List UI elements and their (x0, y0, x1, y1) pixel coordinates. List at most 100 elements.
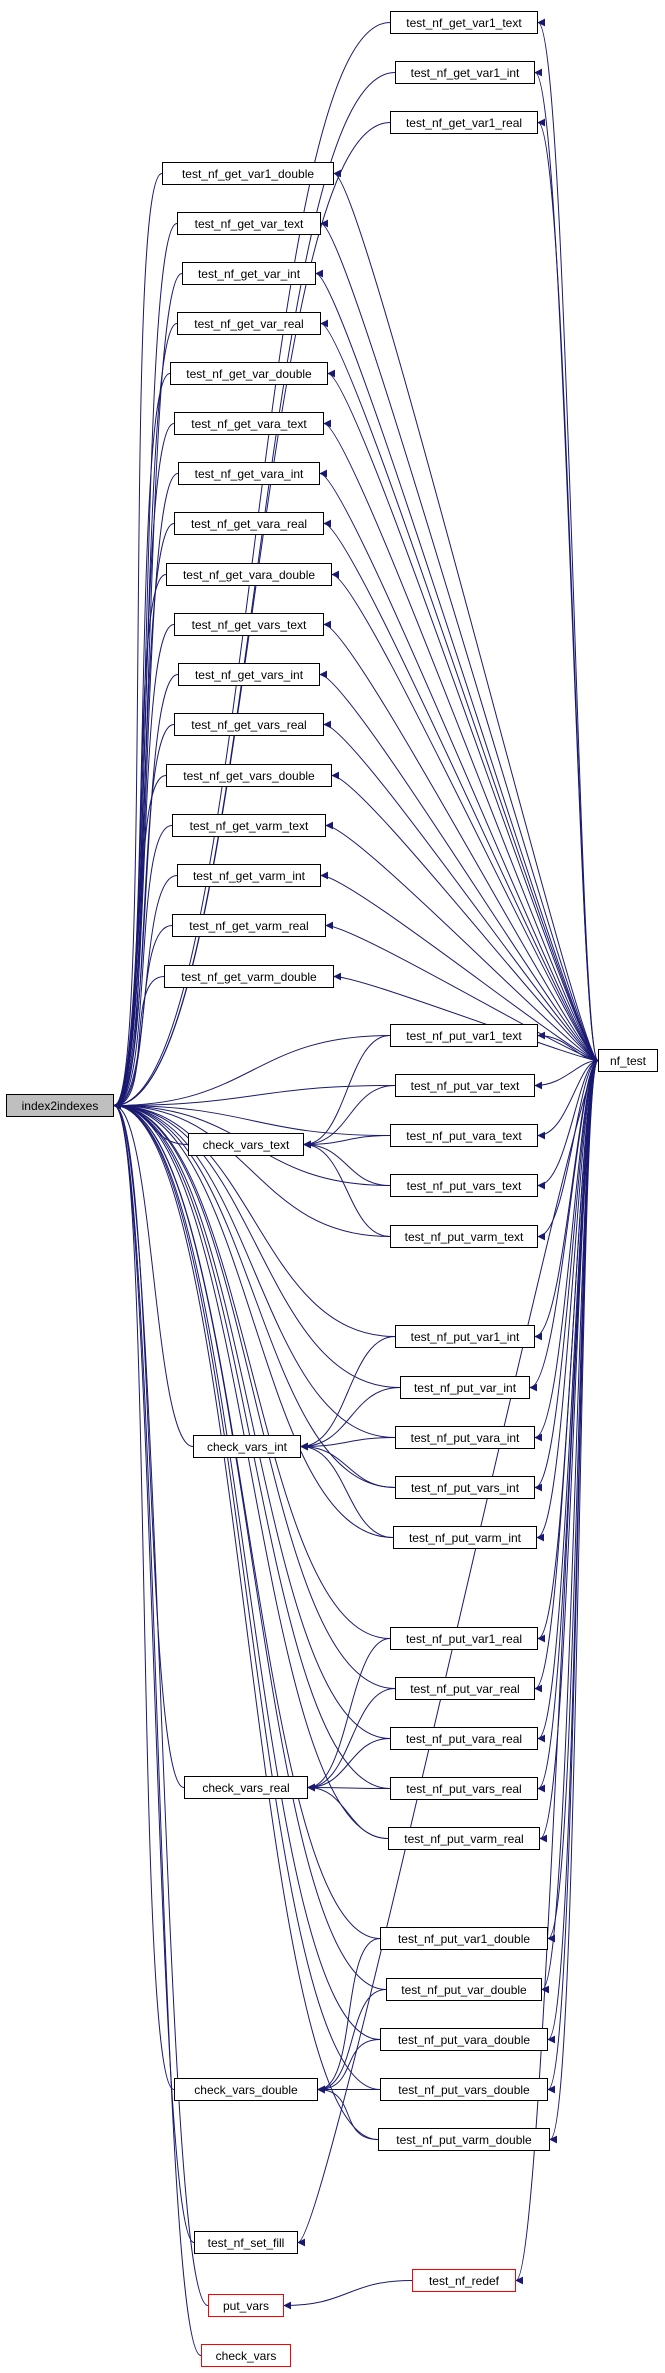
edge-test_nf_put_var1_int-to-check_vars_int (300, 1336, 396, 1451)
node-put_vars[interactable]: put_vars (208, 2294, 284, 2317)
node-test_nf_redef[interactable]: test_nf_redef (412, 2269, 516, 2292)
edge-test_nf_get_vara_double-to-index2indexes (113, 574, 167, 1110)
edge-test_nf_set_fill-to-index2indexes (113, 1101, 195, 2243)
edge-test_nf_put_vara_real-to-index2indexes (113, 1101, 391, 1739)
edge-nf_test-to-test_nf_get_varm_int (320, 871, 599, 1061)
node-test_nf_put_vars_int[interactable]: test_nf_put_vars_int (395, 1476, 535, 1499)
edge-test_nf_put_var1_real-to-check_vars_real (307, 1638, 391, 1792)
node-test_nf_get_var1_text[interactable]: test_nf_get_var1_text (390, 11, 538, 34)
edge-nf_test-to-test_nf_get_vars_int (319, 670, 599, 1061)
node-test_nf_put_varm_text[interactable]: test_nf_put_varm_text (390, 1225, 538, 1248)
node-test_nf_get_varm_real[interactable]: test_nf_get_varm_real (172, 914, 326, 937)
node-nf_test[interactable]: nf_test (598, 1049, 658, 1072)
edge-test_nf_put_vara_text-to-check_vars_text (303, 1135, 391, 1149)
node-test_nf_put_varm_int[interactable]: test_nf_put_varm_int (393, 1526, 537, 1549)
edge-nf_test-to-test_nf_get_var1_real (537, 118, 599, 1061)
node-test_nf_get_var_real[interactable]: test_nf_get_var_real (177, 312, 321, 335)
node-test_nf_put_vars_text[interactable]: test_nf_put_vars_text (390, 1174, 538, 1197)
node-test_nf_get_vars_text[interactable]: test_nf_get_vars_text (174, 613, 324, 636)
edge-test_nf_put_vars_real-to-check_vars_real (307, 1783, 391, 1792)
edge-nf_test-to-test_nf_put_var1_text (537, 1031, 599, 1061)
edge-test_nf_redef-to-put_vars (283, 2280, 413, 2310)
edge-test_nf_put_varm_int-to-index2indexes (113, 1101, 394, 1538)
node-check_vars_int[interactable]: check_vars_int (193, 1435, 301, 1458)
edge-test_nf_put_vara_int-to-check_vars_int (300, 1437, 396, 1451)
node-test_nf_get_vara_real[interactable]: test_nf_get_vara_real (174, 512, 324, 535)
edge-nf_test-to-test_nf_put_vars_int (534, 1060, 599, 1492)
edge-test_nf_put_var1_real-to-index2indexes (113, 1101, 391, 1639)
edge-test_nf_get_varm_double-to-index2indexes (113, 976, 165, 1110)
node-test_nf_put_var1_int[interactable]: test_nf_put_var1_int (395, 1325, 535, 1348)
edge-nf_test-to-test_nf_get_var_int (315, 269, 599, 1061)
edge-nf_test-to-test_nf_put_varm_real (539, 1060, 599, 1843)
node-test_nf_get_varm_double[interactable]: test_nf_get_varm_double (164, 965, 334, 988)
node-test_nf_put_vara_int[interactable]: test_nf_put_vara_int (395, 1426, 535, 1449)
node-test_nf_get_varm_int[interactable]: test_nf_get_varm_int (177, 864, 321, 887)
node-test_nf_put_vars_double[interactable]: test_nf_put_vars_double (380, 2078, 548, 2101)
edge-nf_test-to-test_nf_get_vara_int (319, 469, 599, 1061)
node-test_nf_get_vars_double[interactable]: test_nf_get_vars_double (166, 764, 332, 787)
node-check_vars[interactable]: check_vars (201, 2344, 291, 2367)
edge-nf_test-to-test_nf_get_var1_text (537, 18, 599, 1061)
node-test_nf_put_vara_text[interactable]: test_nf_put_vara_text (390, 1124, 538, 1147)
node-check_vars_text[interactable]: check_vars_text (188, 1133, 304, 1156)
edge-test_nf_put_var_int-to-check_vars_int (300, 1387, 401, 1451)
edge-nf_test-to-test_nf_redef (515, 1060, 599, 2285)
edge-test_nf_get_vars_int-to-index2indexes (113, 674, 179, 1110)
node-test_nf_get_var1_double[interactable]: test_nf_get_var1_double (162, 162, 334, 185)
node-test_nf_put_var1_real[interactable]: test_nf_put_var1_real (390, 1627, 538, 1650)
node-test_nf_get_var1_int[interactable]: test_nf_get_var1_int (395, 61, 535, 84)
node-test_nf_put_var_text[interactable]: test_nf_put_var_text (395, 1074, 535, 1097)
edge-nf_test-to-test_nf_put_varm_double (549, 1060, 599, 2144)
node-test_nf_put_vars_real[interactable]: test_nf_put_vars_real (390, 1777, 538, 1800)
edge-test_nf_put_var1_text-to-index2indexes (113, 1035, 391, 1110)
node-test_nf_get_var1_real[interactable]: test_nf_get_var1_real (390, 111, 538, 134)
edge-test_nf_put_var1_double-to-check_vars_double (317, 1938, 381, 2094)
edge-test_nf_put_vars_text-to-check_vars_text (303, 1140, 391, 1186)
node-test_nf_put_varm_double[interactable]: test_nf_put_varm_double (378, 2128, 550, 2151)
node-test_nf_get_var_text[interactable]: test_nf_get_var_text (177, 212, 321, 235)
node-check_vars_double[interactable]: check_vars_double (174, 2078, 318, 2101)
edge-test_nf_put_varm_double-to-index2indexes (113, 1101, 379, 2140)
node-test_nf_put_vara_real[interactable]: test_nf_put_vara_real (390, 1727, 538, 1750)
node-check_vars_real[interactable]: check_vars_real (184, 1776, 308, 1799)
edge-test_nf_get_var_double-to-index2indexes (113, 373, 171, 1110)
node-test_nf_get_varm_text[interactable]: test_nf_get_varm_text (172, 814, 326, 837)
node-test_nf_put_var1_double[interactable]: test_nf_put_var1_double (380, 1927, 548, 1950)
edge-test_nf_get_var_text-to-index2indexes (113, 223, 178, 1110)
edge-test_nf_put_vars_int-to-index2indexes (113, 1101, 396, 1488)
node-test_nf_put_var_double[interactable]: test_nf_put_var_double (386, 1978, 542, 2001)
node-test_nf_get_var_double[interactable]: test_nf_get_var_double (170, 362, 328, 385)
edge-nf_test-to-test_nf_get_vars_text (323, 620, 599, 1061)
node-test_nf_get_vara_int[interactable]: test_nf_get_vara_int (178, 462, 320, 485)
edge-nf_test-to-test_nf_put_var_text (534, 1060, 599, 1090)
edge-test_nf_put_varm_text-to-check_vars_text (303, 1140, 391, 1237)
edge-test_nf_put_var_real-to-check_vars_real (307, 1688, 396, 1792)
node-test_nf_put_varm_real[interactable]: test_nf_put_varm_real (388, 1827, 540, 1850)
node-test_nf_get_vara_text[interactable]: test_nf_get_vara_text (174, 412, 324, 435)
edge-test_nf_put_var_int-to-index2indexes (113, 1101, 401, 1388)
edge-nf_test-to-test_nf_get_vars_real (323, 720, 599, 1061)
node-test_nf_get_var_int[interactable]: test_nf_get_var_int (182, 262, 316, 285)
node-test_nf_get_vars_real[interactable]: test_nf_get_vars_real (174, 713, 324, 736)
node-test_nf_put_var1_text[interactable]: test_nf_put_var1_text (390, 1024, 538, 1047)
edge-nf_test-to-test_nf_get_vars_double (331, 771, 599, 1061)
edge-check_vars-to-index2indexes (113, 1101, 202, 2356)
node-test_nf_put_var_int[interactable]: test_nf_put_var_int (400, 1376, 530, 1399)
node-test_nf_put_var_real[interactable]: test_nf_put_var_real (395, 1677, 535, 1700)
node-test_nf_set_fill[interactable]: test_nf_set_fill (194, 2231, 298, 2254)
edge-test_nf_put_vara_text-to-index2indexes (113, 1101, 391, 1136)
edge-nf_test-to-test_nf_get_var_text (320, 219, 599, 1061)
edge-test_nf_put_var_text-to-check_vars_text (303, 1085, 396, 1149)
edge-nf_test-to-test_nf_put_varm_text (537, 1060, 599, 1241)
edge-nf_test-to-test_nf_get_varm_double (333, 972, 599, 1061)
edge-check_vars_int-to-index2indexes (113, 1101, 194, 1447)
edge-nf_test-to-test_nf_get_vara_real (323, 519, 599, 1061)
edge-test_nf_put_vars_int-to-check_vars_int (300, 1442, 396, 1488)
node-test_nf_get_vars_int[interactable]: test_nf_get_vars_int (178, 663, 320, 686)
edge-check_vars_real-to-index2indexes (113, 1101, 185, 1788)
edge-test_nf_put_varm_real-to-check_vars_real (307, 1783, 389, 1839)
node-test_nf_put_vara_double[interactable]: test_nf_put_vara_double (380, 2028, 548, 2051)
node-test_nf_get_vara_double[interactable]: test_nf_get_vara_double (166, 563, 332, 586)
edge-test_nf_put_varm_text-to-index2indexes (113, 1101, 391, 1237)
